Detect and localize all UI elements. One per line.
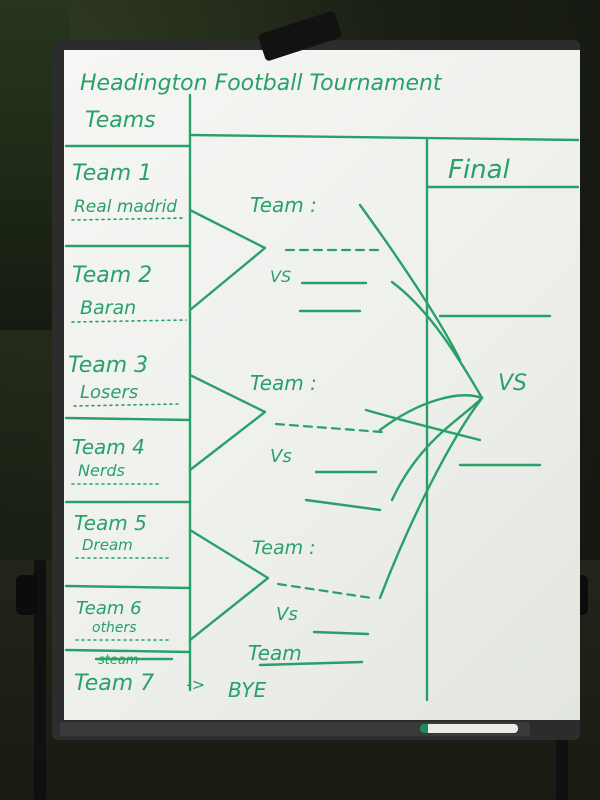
team-7-crossed-word: steam — [98, 653, 139, 668]
team-7-label: Team 7 — [74, 671, 154, 696]
marker-tray — [60, 722, 530, 736]
round2-line-3b — [312, 630, 370, 636]
team-2-name: Baran — [80, 297, 136, 319]
easel-knob-left — [16, 575, 38, 615]
round2-slot-2: Team : — [250, 371, 317, 395]
team-6-name: others — [92, 620, 137, 636]
whiteboard-surface — [64, 50, 580, 720]
team-2-label: Team 2 — [72, 263, 152, 288]
easel-leg-left — [34, 560, 46, 800]
round2-slot-1: Team : — [250, 193, 317, 217]
team-6-rule — [64, 648, 192, 654]
bracket-match-1 — [188, 208, 267, 312]
team-3-label: Team 3 — [68, 353, 148, 378]
final-connector-1 — [358, 203, 462, 362]
bracket-match-3 — [188, 528, 270, 642]
round2-vs-3: Vs — [276, 604, 298, 625]
tournament-title: Headington Football Tournament — [80, 71, 443, 96]
team-4-label: Team 4 — [72, 435, 145, 459]
team-6-label: Team 6 — [76, 598, 142, 619]
team-1-name: Real madrid — [74, 197, 177, 217]
team-3-name: Losers — [80, 382, 138, 403]
teams-heading: Teams — [85, 108, 156, 133]
team-7-bye: BYE — [228, 678, 267, 702]
team-1-underline — [71, 217, 186, 221]
round2-slot-3: Team : — [252, 537, 316, 559]
round2-line-3 — [276, 582, 374, 600]
final-heading: Final — [448, 155, 511, 185]
header-rule — [188, 133, 580, 142]
round2-line-2 — [274, 422, 384, 434]
team-1-label: Team 1 — [72, 161, 152, 186]
round2-line-2c — [304, 498, 382, 512]
team-4-name: Nerds — [78, 461, 125, 480]
bracket-match-2 — [188, 373, 267, 472]
team-7-arrow: -> — [186, 675, 205, 694]
team-5-rule — [64, 584, 192, 590]
team-5-label: Team 5 — [74, 511, 147, 535]
final-connector-5 — [378, 396, 484, 600]
round2-vs-2: Vs — [270, 446, 292, 467]
round2-line-3c — [258, 660, 364, 667]
final-connector-3 — [378, 394, 484, 432]
team-3-underline — [73, 403, 179, 407]
team-2-underline — [71, 319, 187, 323]
final-connector-6 — [364, 408, 482, 442]
final-connector-2 — [390, 280, 484, 400]
round2-extra-team: Team — [248, 641, 302, 665]
team-3-rule — [64, 416, 192, 422]
final-connector-4 — [390, 396, 484, 502]
final-vs: VS — [498, 371, 527, 396]
round2-vs-1: VS — [270, 267, 291, 286]
marker-pen[interactable] — [420, 724, 518, 733]
team-5-name: Dream — [82, 536, 133, 554]
